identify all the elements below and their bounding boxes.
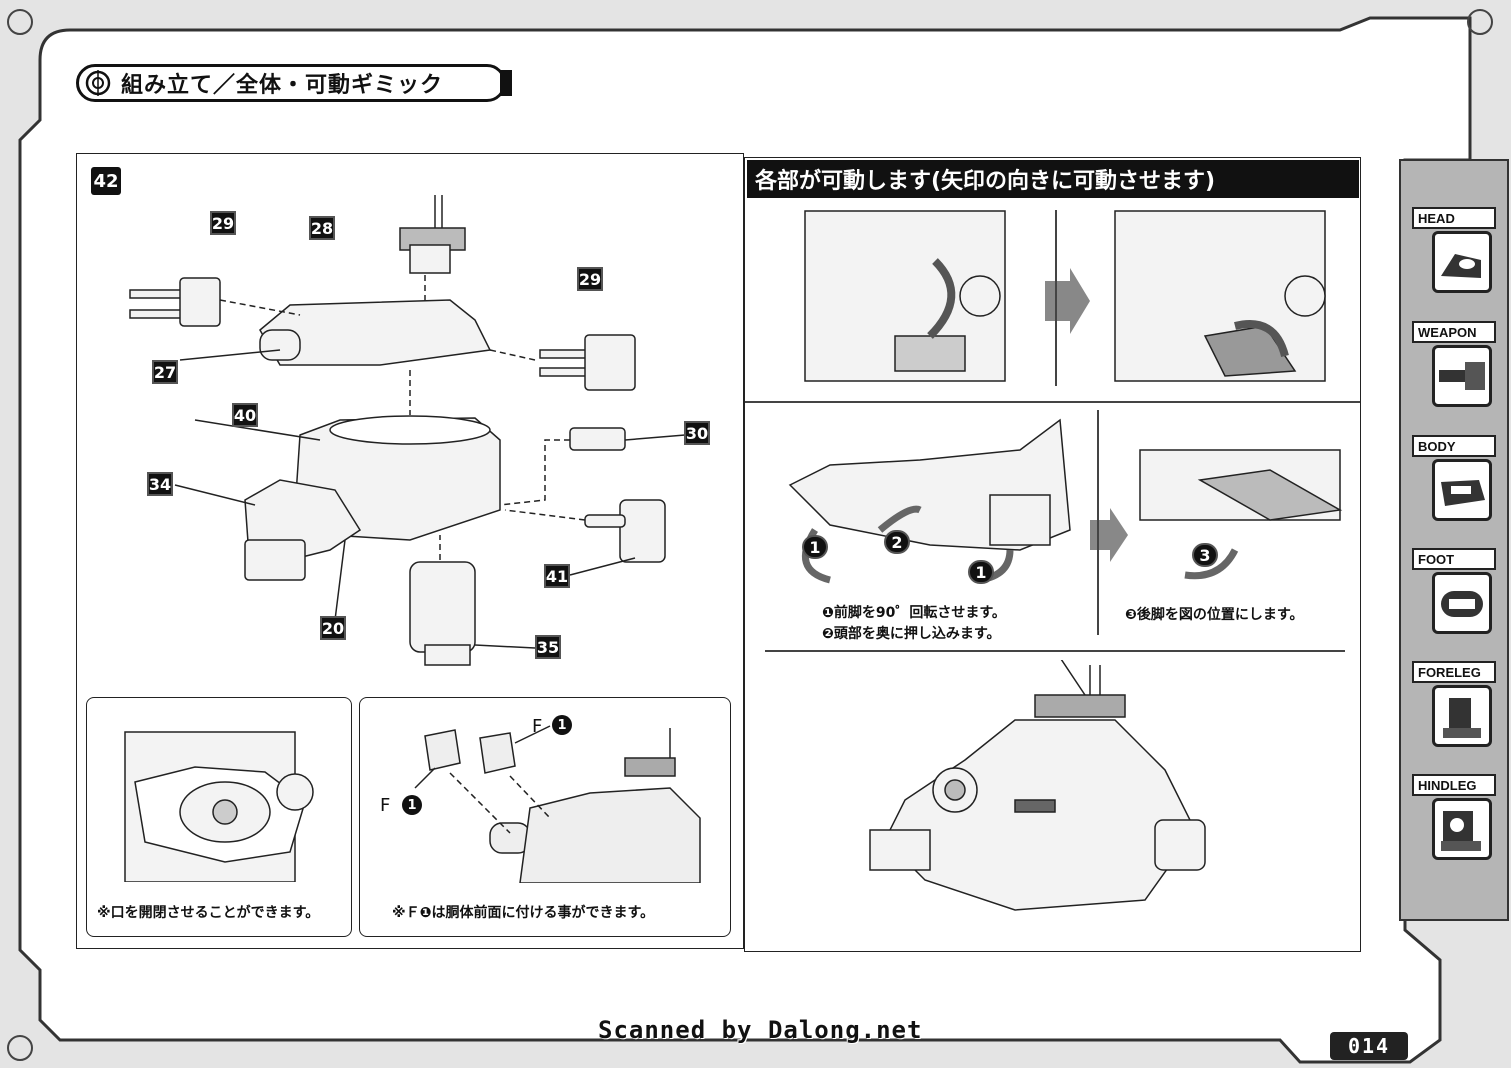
- step-number: 42: [91, 167, 121, 195]
- f-badge: 1: [552, 715, 572, 735]
- part-callout: 35: [535, 635, 561, 659]
- header-tail: [500, 70, 512, 96]
- f-part-diagram: [414, 725, 701, 883]
- part-callout: 20: [320, 616, 346, 640]
- gimmick-step-badge: 1: [802, 535, 828, 559]
- row2-divider: [1097, 410, 1099, 635]
- nav-tab-label: HINDLEG: [1412, 774, 1496, 796]
- nav-tab-weapon[interactable]: WEAPON: [1412, 321, 1498, 421]
- hindleg-icon: [1432, 798, 1492, 860]
- row-divider: [745, 401, 1360, 403]
- nav-tab-foot[interactable]: FOOT: [1412, 548, 1498, 648]
- page-title: 組み立て／全体・可動ギミック: [121, 73, 444, 98]
- row1-divider: [1055, 210, 1057, 386]
- f-label: F: [532, 716, 543, 737]
- mouth-diagram: [124, 731, 314, 882]
- gimmick-step-badge: 2: [884, 530, 910, 554]
- head-icon: [1432, 231, 1492, 293]
- nav-tab-label: FORELEG: [1412, 661, 1496, 683]
- gimmick-row2-diagram: [788, 418, 1343, 584]
- part-callout: 40: [232, 403, 258, 427]
- completed-model-diagram: [869, 660, 1206, 911]
- foot-icon: [1432, 572, 1492, 634]
- page-header: 組み立て／全体・可動ギミック: [76, 64, 506, 102]
- nav-tab-hindleg[interactable]: HINDLEG: [1412, 774, 1498, 874]
- nav-tab-label: WEAPON: [1412, 321, 1496, 343]
- mouth-caption: ※口を開閉させることができます。: [97, 905, 320, 921]
- row3-divider: [765, 650, 1345, 652]
- part-callout: 41: [544, 564, 570, 588]
- page-number: 014: [1330, 1032, 1408, 1060]
- target-icon: [85, 70, 111, 96]
- nav-tab-label: FOOT: [1412, 548, 1496, 570]
- f-badge: 1: [402, 795, 422, 815]
- nav-tab-label: BODY: [1412, 435, 1496, 457]
- head-push-caption: ❷頭部を奥に押し込みます。: [822, 626, 1001, 642]
- f-part-note-panel: F 1 F 1 ※Ｆ❶は胴体前面に付ける事ができます。: [359, 697, 731, 937]
- gimmick-row1-diagram: [804, 210, 1326, 382]
- f-caption: ※Ｆ❶は胴体前面に付ける事ができます。: [392, 905, 655, 921]
- part-callout: 28: [309, 216, 335, 240]
- gimmick-title: 各部が可動します(矢印の向きに可動させます): [747, 160, 1359, 198]
- part-callout: 27: [152, 360, 178, 384]
- assembly-diagram: [129, 195, 686, 666]
- rear-leg-caption: ❸後脚を図の位置にします。: [1125, 607, 1304, 623]
- mouth-note-panel: ※口を開閉させることができます。: [86, 697, 352, 937]
- nav-tab-label: HEAD: [1412, 207, 1496, 229]
- gimmick-step-badge: 1: [968, 560, 994, 584]
- part-callout: 29: [210, 211, 236, 235]
- nav-tab-body[interactable]: BODY: [1412, 435, 1498, 535]
- foreleg-icon: [1432, 685, 1492, 747]
- front-leg-caption: ❶前脚を90゜回転させます。: [822, 605, 1006, 621]
- part-callout: 34: [147, 472, 173, 496]
- weapon-icon: [1432, 345, 1492, 407]
- body-icon: [1432, 459, 1492, 521]
- gimmick-step-badge: 3: [1192, 543, 1218, 567]
- part-callout: 29: [577, 267, 603, 291]
- scan-credit: Scanned by Dalong.net: [598, 1016, 923, 1044]
- nav-tab-foreleg[interactable]: FORELEG: [1412, 661, 1498, 761]
- part-callout: 30: [684, 421, 710, 445]
- nav-tab-head[interactable]: HEAD: [1412, 207, 1498, 307]
- f-label: F: [380, 795, 391, 816]
